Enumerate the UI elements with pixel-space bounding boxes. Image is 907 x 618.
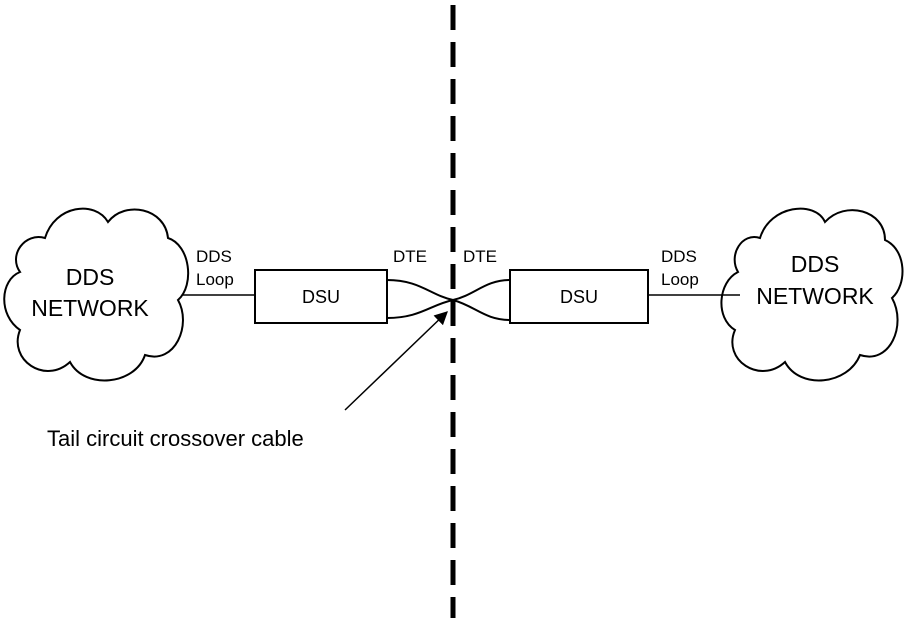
crossover-cable-caption: Tail circuit crossover cable	[47, 426, 304, 451]
right-loop-label-line1: DDS	[661, 247, 697, 266]
left-dds-network-cloud: DDS NETWORK	[3, 207, 190, 382]
right-network-label-line2: NETWORK	[756, 283, 874, 309]
right-dsu-label: DSU	[560, 287, 598, 307]
left-dte-label: DTE	[393, 247, 427, 266]
left-loop-label-line2: Loop	[196, 270, 234, 289]
left-dsu-box: DSU	[254, 269, 388, 324]
right-dsu-box: DSU	[509, 269, 649, 324]
crossover-cable	[386, 279, 511, 321]
left-loop-label-line1: DDS	[196, 247, 232, 266]
left-dsu-label: DSU	[302, 287, 340, 307]
caption-pointer-arrow	[344, 311, 448, 411]
right-loop-label-line2: Loop	[661, 270, 699, 289]
left-network-label-line2: NETWORK	[31, 295, 149, 321]
right-dds-network-cloud: DDS NETWORK	[720, 207, 904, 382]
right-dte-label: DTE	[463, 247, 497, 266]
right-network-label-line1: DDS	[791, 251, 840, 277]
left-network-label-line1: DDS	[66, 264, 115, 290]
